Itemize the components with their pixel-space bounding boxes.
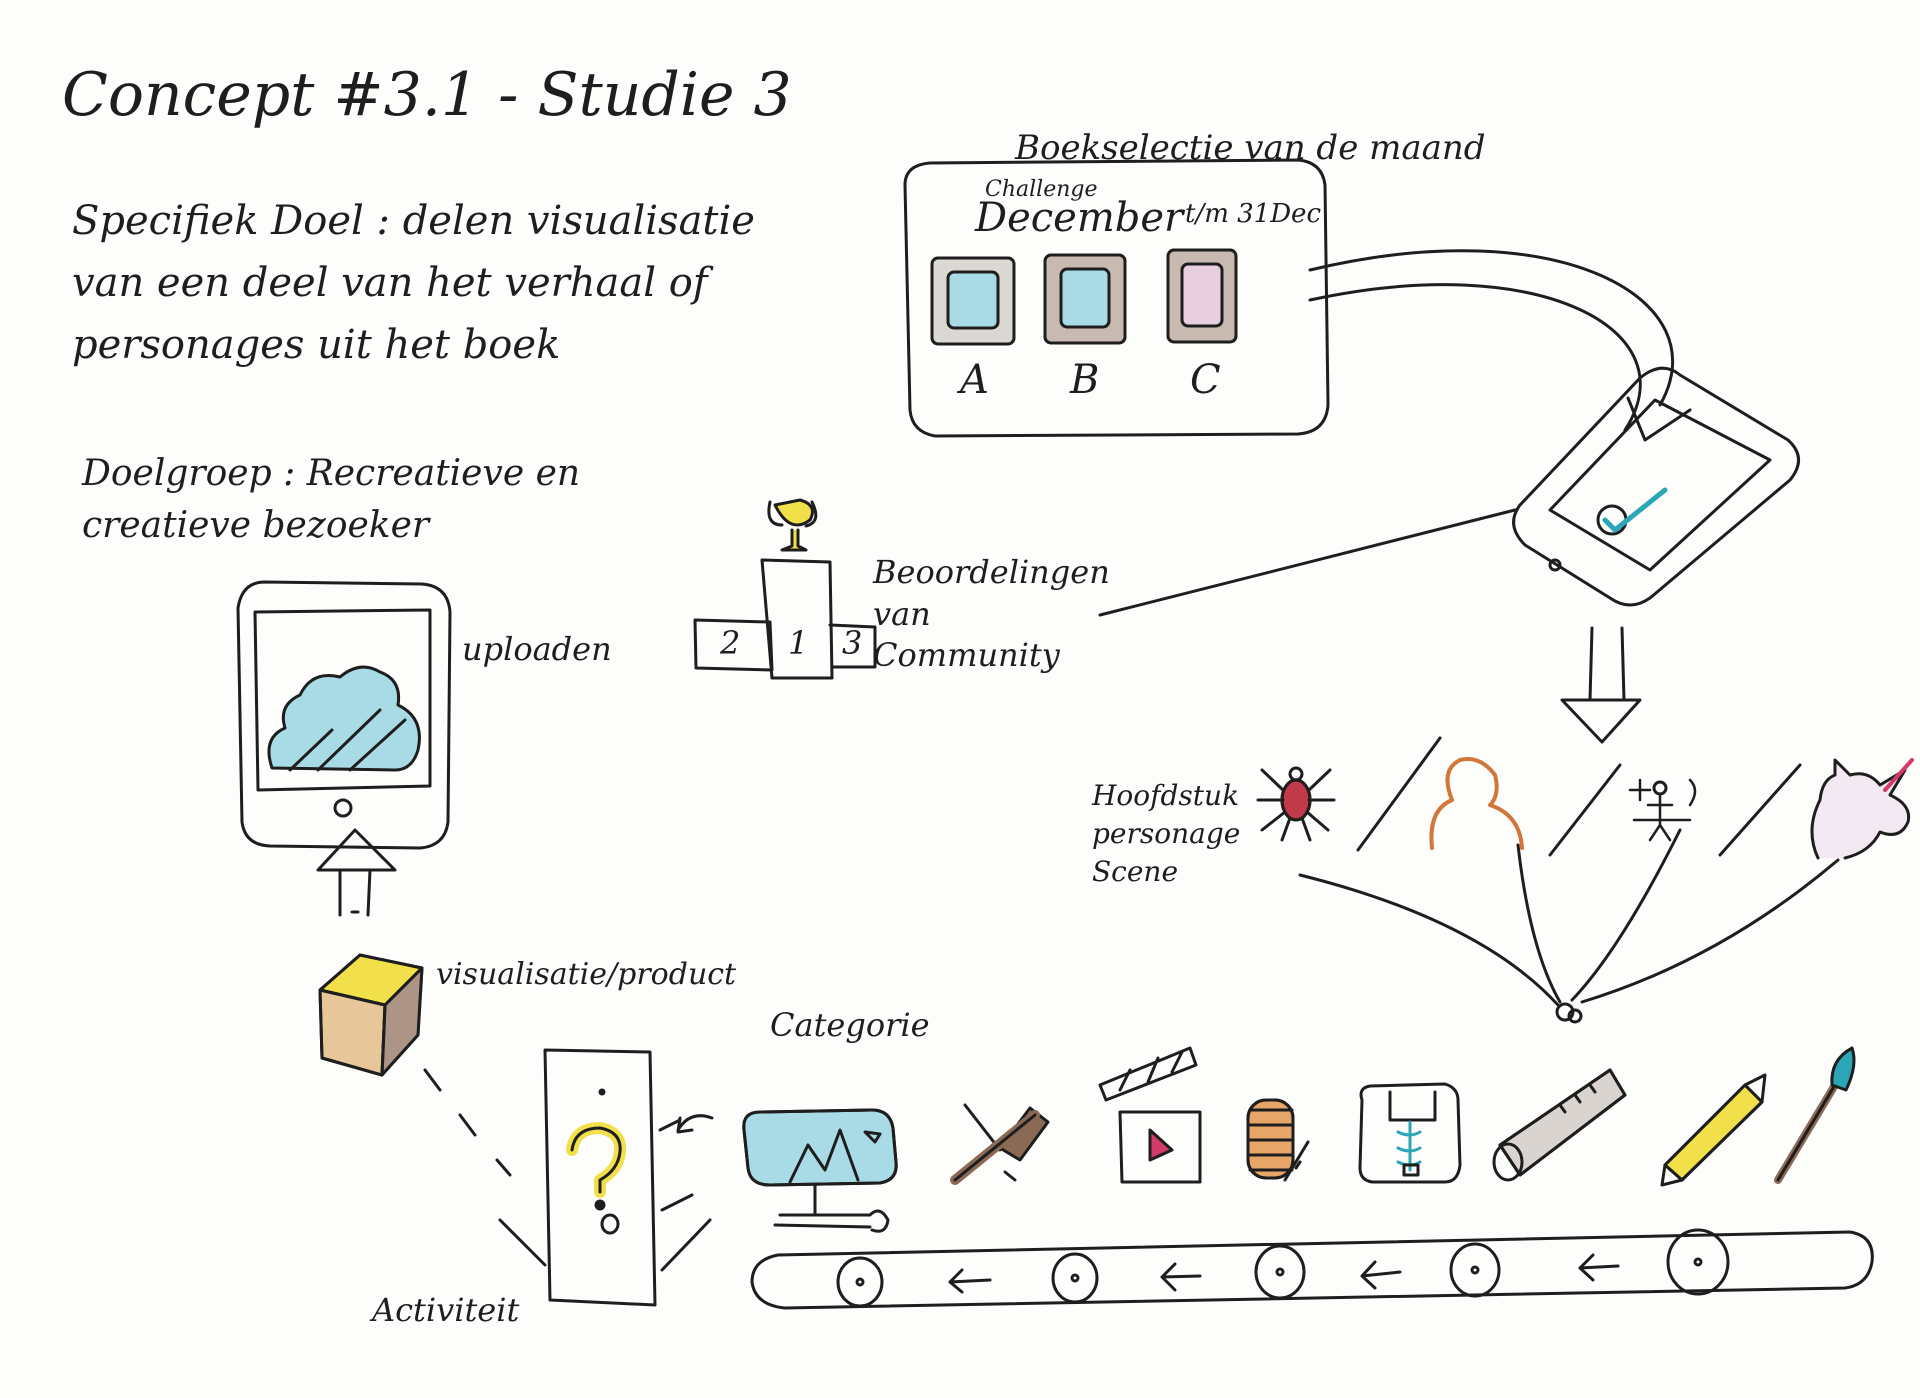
book-cover-c — [1166, 248, 1238, 344]
sewing-icon — [1246, 1098, 1310, 1182]
podium-third: 3 — [842, 624, 863, 662]
podium-first: 1 — [788, 624, 809, 662]
connector-phone-ratings — [1098, 508, 1517, 617]
book-cover-a — [930, 256, 1016, 346]
visualisation-label: visualisatie/product — [436, 957, 737, 992]
upload-label: uploaden — [462, 630, 612, 668]
spider-icon — [1256, 766, 1336, 842]
hammer-icon — [950, 1103, 1050, 1185]
arrow-up — [316, 828, 397, 917]
person-silhouette-icon — [1429, 757, 1524, 850]
saw-icon — [1492, 1068, 1627, 1182]
category-label: Categorie — [770, 1006, 930, 1044]
deadline-label: t/m 31Dec — [1185, 199, 1322, 229]
month-label: December — [975, 195, 1184, 241]
clapperboard-icon — [1098, 1046, 1202, 1184]
book-label-c: C — [1190, 357, 1221, 403]
podium — [693, 558, 877, 680]
book-selection-heading: Boekselectie van de maand — [1015, 128, 1486, 168]
scene-figures-icon — [1628, 778, 1697, 842]
divider-3 — [1718, 763, 1802, 857]
paintbrush-icon — [1774, 1046, 1856, 1184]
podium-second: 2 — [720, 624, 741, 662]
trophy-icon — [767, 498, 818, 552]
ratings-label: Beoordelingen van Community — [873, 553, 1110, 675]
tablet-cloud-icon — [236, 580, 452, 850]
divider-1 — [1356, 736, 1442, 852]
arrow-panel-to-phone — [1308, 249, 1674, 407]
goal-text: Specifiek Doel : delen visualisatie van … — [72, 198, 755, 368]
arrow-down — [1560, 626, 1642, 744]
book-selection-panel — [903, 158, 1330, 438]
sewing-machine-icon — [1358, 1082, 1462, 1184]
chapter-label: Hoofdstuk personage Scene — [1092, 779, 1241, 888]
connector-chapter-hub — [1298, 828, 1840, 1024]
page-title: Concept #3.1 - Studie 3 — [62, 60, 792, 130]
question-mark-icon — [423, 1048, 714, 1307]
book-cover-b — [1043, 253, 1127, 345]
cube-icon — [318, 953, 424, 1077]
conveyor-belt — [750, 1228, 1874, 1310]
pencil-icon — [1660, 1073, 1767, 1187]
book-label-b: B — [1070, 357, 1100, 403]
book-label-a: A — [960, 357, 989, 403]
unicorn-icon — [1810, 758, 1914, 860]
divider-2 — [1548, 763, 1622, 857]
target-group-text: Doelgroep : Recreatieve en creatieve bez… — [82, 453, 581, 547]
phone-checkmark-icon — [1512, 366, 1800, 607]
monitor-icon — [742, 1108, 898, 1233]
challenge-label: Challenge — [985, 177, 1098, 202]
activity-label: Activiteit — [372, 1291, 520, 1329]
